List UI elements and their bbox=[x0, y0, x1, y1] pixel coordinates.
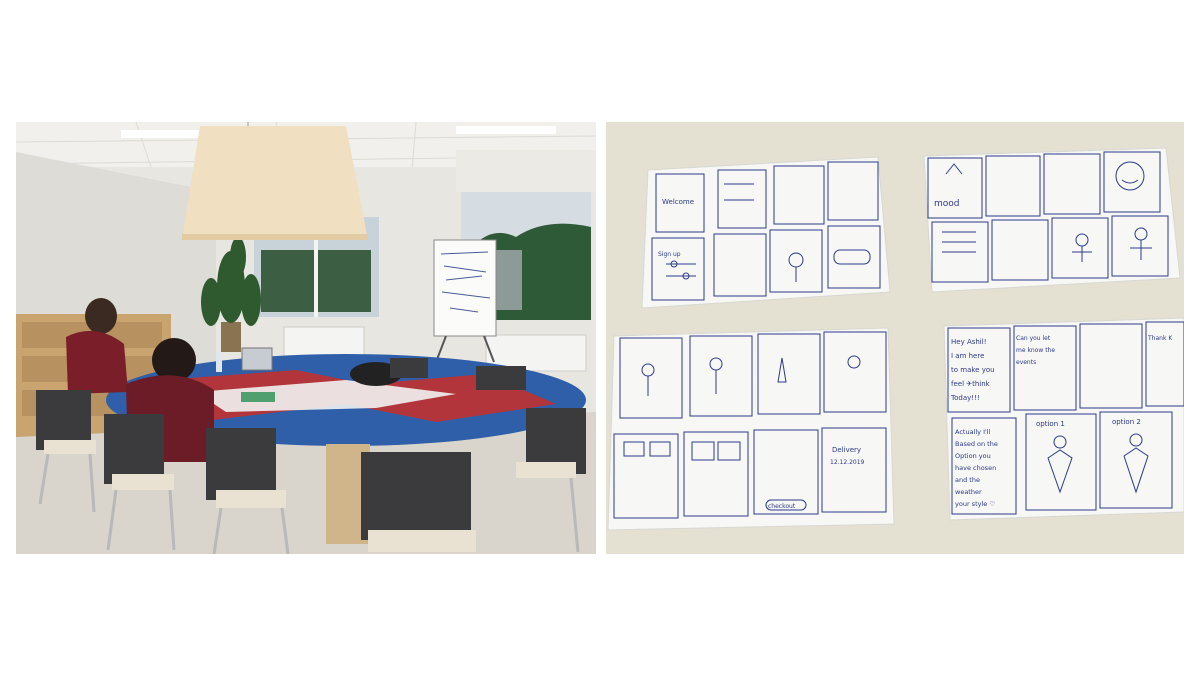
sketch-hey: Hey Ashil! bbox=[951, 338, 987, 346]
sketch-sheet-bottom-left: Delivery 12.12.2019 checkout bbox=[607, 327, 895, 531]
sketch-style: your style ♡ bbox=[955, 500, 995, 508]
plant-pot bbox=[221, 322, 241, 352]
flipchart-drawing bbox=[440, 251, 491, 313]
sketch-welcome: Welcome bbox=[662, 198, 694, 206]
sketch-know: me know the bbox=[1016, 347, 1055, 354]
sketch-here: I am here bbox=[951, 352, 984, 360]
sketch-option1: option 1 bbox=[1036, 420, 1065, 428]
sketch-sheet-bottom-right: Hey Ashil! I am here to make you feel ✈t… bbox=[943, 317, 1184, 521]
sketch-delivery: Delivery bbox=[832, 446, 861, 454]
sketch-mood: mood bbox=[934, 199, 960, 209]
radiator-right bbox=[485, 334, 587, 372]
sketch-weather: weather bbox=[955, 488, 982, 496]
laptop bbox=[241, 347, 273, 371]
notebook bbox=[241, 392, 275, 402]
flipchart bbox=[433, 239, 497, 337]
sketch-sign-up: Sign up bbox=[658, 251, 681, 258]
bag-on-table bbox=[350, 362, 402, 386]
paper-prototypes-photo: Welcome Sign up mood bbox=[606, 122, 1184, 554]
sketch-can-you: Can you let bbox=[1016, 335, 1051, 342]
sketch-chosen: have chosen bbox=[955, 464, 996, 472]
sketch-actually: Actually I'll bbox=[955, 428, 991, 436]
water-bottle bbox=[216, 352, 222, 372]
sketch-sheet-top-left: Welcome Sign up bbox=[641, 156, 891, 309]
sketch-sheet-top-right: mood bbox=[923, 147, 1181, 293]
ceiling-light-left bbox=[121, 130, 211, 138]
sketch-today: Today!!! bbox=[950, 394, 980, 402]
sketch-and: and the bbox=[955, 476, 980, 484]
meeting-room-scene bbox=[16, 122, 596, 554]
ceiling-light-right bbox=[456, 126, 556, 134]
sketch-option2: option 2 bbox=[1112, 418, 1141, 426]
sketch-make: to make you bbox=[951, 366, 995, 374]
sketch-feel: feel ✈think bbox=[951, 380, 991, 388]
person-left-body bbox=[66, 330, 128, 394]
person-middle-head bbox=[152, 338, 196, 382]
sketch-option-you: Option you bbox=[955, 452, 991, 460]
person-left-head bbox=[85, 298, 117, 334]
sketch-thank: Thank K bbox=[1147, 335, 1173, 342]
sketch-events: events bbox=[1016, 359, 1036, 366]
window-blind bbox=[456, 150, 596, 192]
chair-seats bbox=[44, 440, 576, 552]
table-white-stripes bbox=[196, 380, 456, 412]
plant-leaves bbox=[201, 237, 261, 326]
distant-building bbox=[494, 250, 522, 310]
chair-legs bbox=[38, 453, 580, 554]
paper-prototypes-scene: Welcome Sign up mood bbox=[606, 122, 1184, 554]
meeting-room-photo bbox=[16, 122, 596, 554]
pendant-lamp bbox=[182, 126, 368, 240]
sketch-checkout: checkout bbox=[768, 503, 796, 510]
sketch-based: Based on the bbox=[955, 440, 998, 448]
sketch-date: 12.12.2019 bbox=[830, 459, 865, 466]
